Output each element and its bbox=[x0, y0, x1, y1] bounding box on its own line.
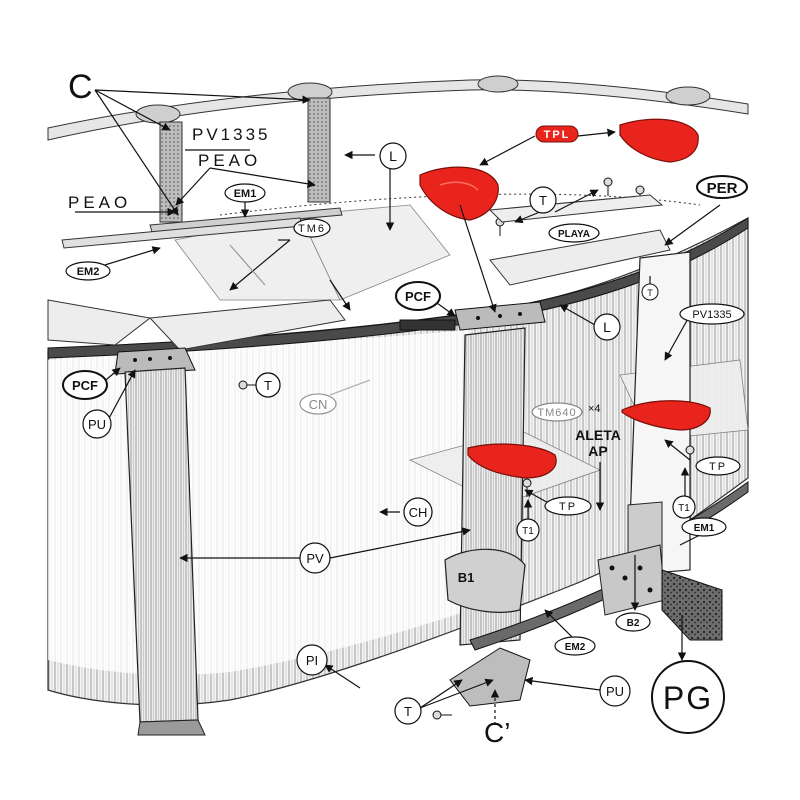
label-shapes bbox=[62, 142, 748, 734]
label-t-top: T bbox=[539, 193, 547, 208]
label-playa: PLAYA bbox=[558, 229, 590, 240]
label-l-top: L bbox=[389, 148, 397, 164]
label-pu-bottom: PU bbox=[606, 684, 624, 699]
label-ap: AP bbox=[588, 443, 607, 459]
b1-part bbox=[444, 548, 526, 613]
label-pi: PI bbox=[306, 653, 318, 668]
label-pv: PV bbox=[306, 551, 324, 566]
label-t1-center: T1 bbox=[522, 526, 534, 537]
label-t1-right: T1 bbox=[678, 503, 690, 514]
label-pg: PG bbox=[663, 680, 713, 716]
label-c-prime: C’ bbox=[484, 717, 510, 748]
label-tp-center: TP bbox=[559, 501, 577, 513]
label-pu-left: PU bbox=[88, 417, 106, 432]
label-peao-upper: PEAO bbox=[198, 151, 261, 170]
label-em1-top: EM1 bbox=[234, 188, 257, 200]
label-b2: B2 bbox=[627, 618, 640, 629]
coping-plates-front bbox=[47, 229, 671, 351]
label-l-mid: L bbox=[603, 319, 611, 335]
label-tm640: TM640 bbox=[537, 407, 576, 419]
label-aleta: ALETA bbox=[575, 427, 621, 443]
tp-cap-center bbox=[467, 443, 557, 479]
label-tpl: TPL bbox=[544, 129, 571, 141]
label-tp-right: TP bbox=[709, 461, 727, 473]
label-em2-left: EM2 bbox=[77, 266, 100, 278]
pg-ground-part bbox=[661, 569, 723, 641]
label-cn: CN bbox=[309, 397, 328, 412]
label-tm6: TM6 bbox=[298, 223, 326, 235]
label-b1: B1 bbox=[458, 570, 475, 585]
label-t-bottom: T bbox=[404, 704, 412, 719]
label-ch: CH bbox=[409, 505, 428, 520]
tpl-badge bbox=[535, 125, 579, 143]
rail-caps-far bbox=[135, 75, 711, 124]
playa-board bbox=[488, 194, 664, 223]
tp-cap-right bbox=[621, 400, 711, 431]
label-pcf-left: PCF bbox=[72, 378, 98, 393]
label-x4: ×4 bbox=[588, 403, 601, 415]
t-per-shape bbox=[641, 283, 659, 301]
label-pcf-center: PCF bbox=[405, 289, 431, 304]
label-t-per: T bbox=[647, 288, 653, 298]
post-left bbox=[124, 367, 206, 736]
label-em1-right: EM1 bbox=[694, 523, 715, 534]
pcf-left-connector bbox=[114, 347, 196, 375]
tpl-cap-right bbox=[619, 118, 699, 163]
top-rail-front bbox=[47, 217, 749, 359]
label-t-left: T bbox=[264, 378, 272, 393]
tpl-cap-left bbox=[419, 166, 499, 221]
label-em2-bottom: EM2 bbox=[565, 642, 586, 653]
label-c: C bbox=[68, 68, 93, 106]
rail-em1-top bbox=[149, 207, 343, 233]
screws bbox=[238, 177, 695, 720]
pu-bottom-plate bbox=[449, 647, 531, 707]
label-pv1335-right: PV1335 bbox=[692, 309, 731, 321]
label-peao-left: PEAO bbox=[68, 193, 131, 212]
pcf-center-connector bbox=[399, 301, 546, 331]
label-pv1335-top: PV1335 bbox=[192, 125, 271, 144]
label-per: PER bbox=[707, 180, 738, 197]
